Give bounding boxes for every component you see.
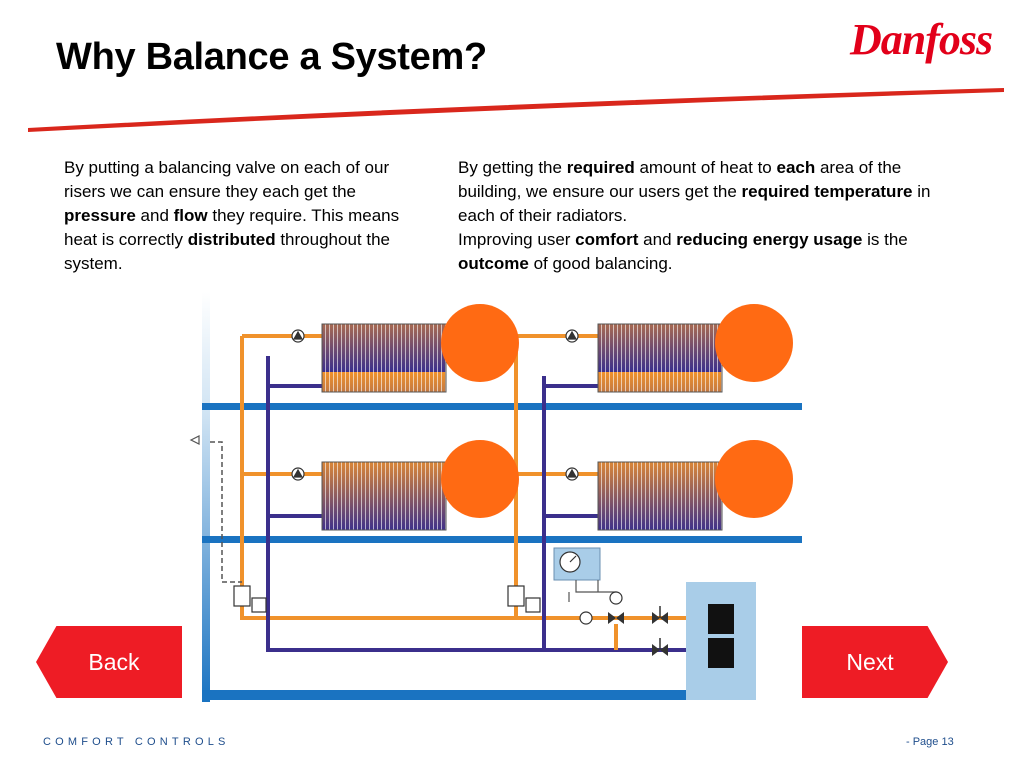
next-button[interactable]: Next	[802, 626, 948, 698]
orange-marker-mid-left	[441, 440, 519, 518]
back-button[interactable]: Back	[36, 626, 182, 698]
radiator-mid-left	[321, 461, 447, 531]
header-divider	[28, 88, 1004, 132]
footer-brand: COMFORT CONTROLS	[43, 736, 230, 748]
pump-icon	[579, 611, 593, 625]
floor-slab-middle	[202, 536, 802, 543]
page-number: - Page 13	[906, 736, 954, 748]
radiator-mid-right	[597, 461, 723, 531]
floor-slab-top	[202, 403, 802, 410]
orange-marker-top-right	[715, 304, 793, 382]
floor-slab-bottom	[202, 690, 692, 700]
left-paragraph: By putting a balancing valve on each of …	[64, 158, 400, 273]
heating-system-diagram	[189, 292, 802, 702]
orange-marker-mid-right	[715, 440, 793, 518]
radiator-top-right	[597, 323, 723, 393]
boiler-unit-bottom	[708, 638, 734, 668]
radiator-valves	[291, 329, 579, 481]
balancing-valves	[233, 585, 541, 613]
building-wall	[202, 292, 210, 702]
danfoss-logo: Danfoss	[850, 15, 993, 64]
orange-marker-top-left	[441, 304, 519, 382]
back-button-label: Back	[88, 648, 140, 675]
mixing-valve-icon	[608, 612, 624, 624]
left-riser-pipes	[240, 334, 686, 652]
right-paragraph: By getting the required amount of heat t…	[458, 158, 931, 273]
next-button-label: Next	[846, 648, 894, 675]
boiler-unit-top	[708, 604, 734, 634]
radiator-top-left	[321, 323, 447, 393]
sensor-icon	[189, 435, 200, 445]
motor-icon	[609, 591, 623, 605]
control-line	[210, 441, 242, 583]
slide-title: Why Balance a System?	[56, 36, 487, 78]
